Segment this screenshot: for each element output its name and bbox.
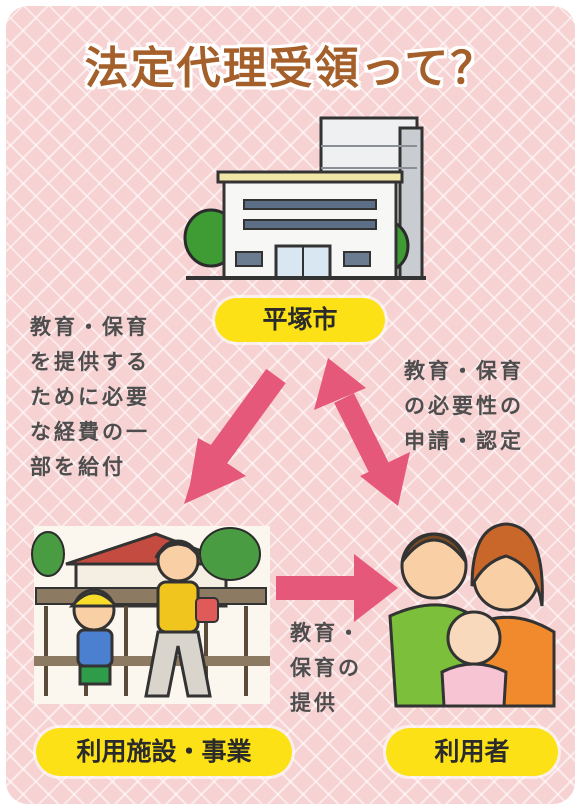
diagram-panel: 法定代理受領って？	[6, 6, 575, 804]
node-city-label: 平塚市	[262, 305, 338, 334]
node-facility: 利用施設・事業	[36, 728, 292, 776]
node-facility-label: 利用施設・事業	[76, 737, 252, 766]
note-application-certification: 教育・保育 の必要性の 申請・認定	[404, 354, 524, 459]
facility-illustration	[31, 526, 270, 704]
note-benefit-payment: 教育・保育 を提供する ために必要 な経費の一 部を給付	[30, 310, 150, 485]
arrow-city-to-facility	[184, 368, 286, 504]
note-line: 保育の	[290, 656, 362, 680]
arrow-city-user-bidirectional	[314, 358, 410, 506]
node-user: 利用者	[386, 728, 558, 776]
note-line: な経費の一	[30, 420, 150, 444]
city-hall-illustration	[183, 116, 426, 280]
arrow-facility-to-user	[276, 554, 398, 622]
note-line: 申請・認定	[404, 429, 524, 453]
family-illustration	[388, 522, 556, 708]
note-line: 教育・保育	[30, 315, 150, 339]
node-user-label: 利用者	[434, 737, 510, 766]
note-line: 教育・保育	[404, 359, 524, 383]
page-title: 法定代理受領って？	[84, 43, 497, 94]
note-line: を提供する	[30, 350, 150, 374]
note-service-provision: 教育・ 保育の 提供	[290, 616, 362, 721]
note-line: 教育・	[290, 621, 362, 645]
note-line: 部を給付	[30, 455, 126, 479]
diagram-graphics	[31, 116, 556, 708]
note-line: ために必要	[30, 385, 150, 409]
note-line: 提供	[290, 691, 338, 715]
node-city: 平塚市	[215, 298, 385, 342]
note-line: の必要性の	[404, 394, 524, 418]
